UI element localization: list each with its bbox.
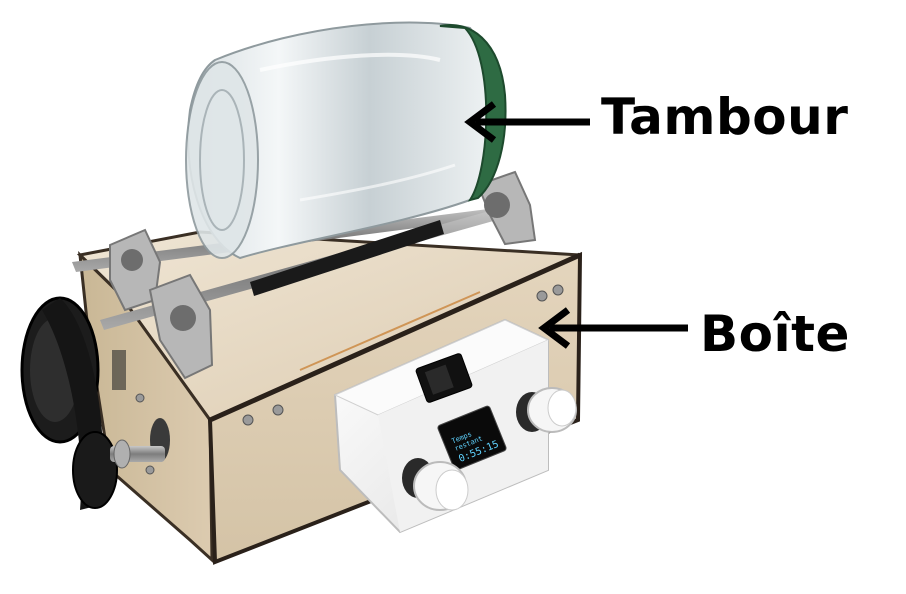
jar-lid [439, 24, 507, 202]
rod-sleeve [250, 220, 444, 296]
arrow-left-icon [538, 307, 688, 349]
arrow-left-icon [464, 101, 590, 143]
knob-right[interactable] [516, 387, 577, 433]
pulley-belt [20, 296, 165, 510]
knob-left[interactable] [402, 458, 469, 511]
box-callout-label: Boîte [700, 305, 850, 363]
drum-callout-label: Tambour [601, 88, 849, 146]
bearings [109, 170, 537, 380]
jar-bottom [185, 61, 259, 259]
control-enclosure: Temps restant 0:55:15 [333, 318, 577, 534]
small-pulley [72, 431, 118, 509]
oled-display: Temps restant 0:55:15 [437, 405, 507, 471]
glass-jar [185, 21, 507, 260]
